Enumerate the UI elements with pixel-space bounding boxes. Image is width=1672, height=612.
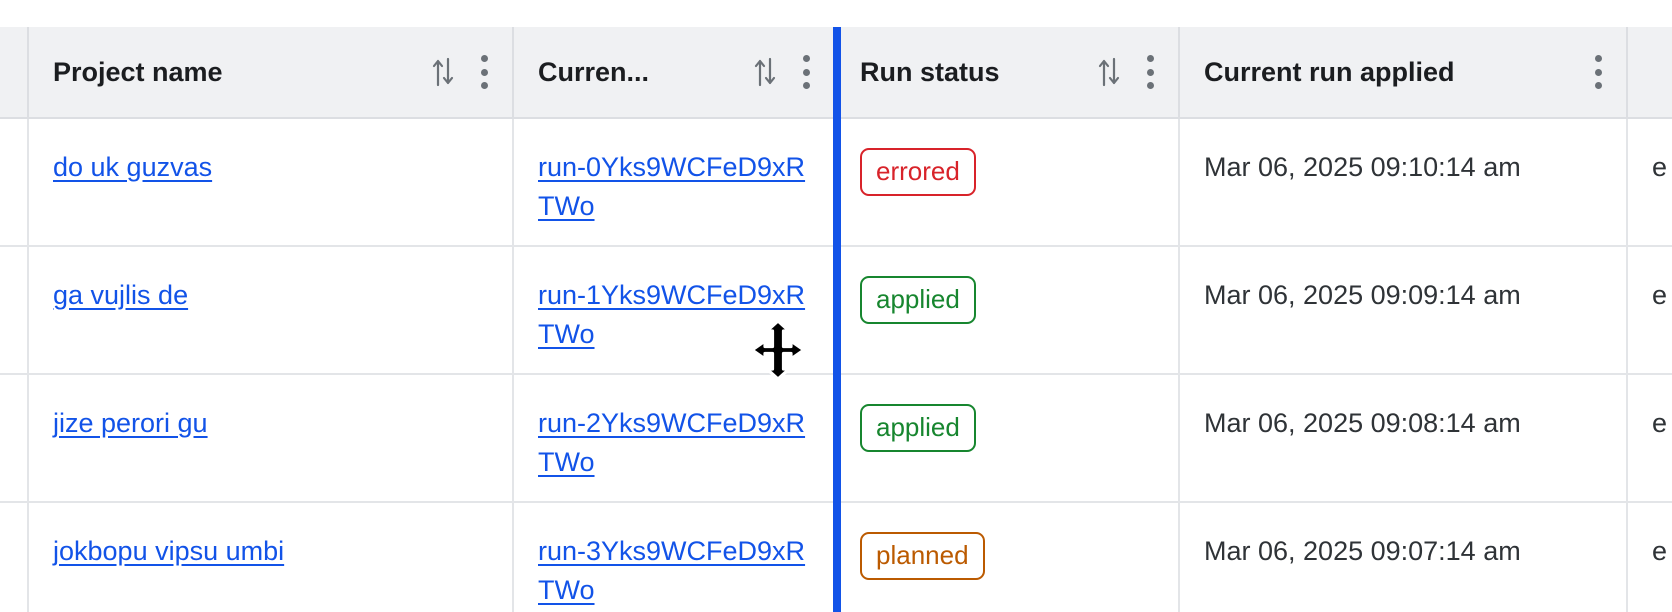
- current-run-link[interactable]: run-2Yks9WCFeD9xRTWo: [538, 408, 806, 477]
- next-clipped-text: e: [1652, 152, 1668, 182]
- table-row[interactable]: ga vujlis de run-1Yks9WCFeD9xRTWo applie…: [0, 247, 1672, 375]
- sort-icon[interactable]: [432, 56, 454, 88]
- row-gutter-cell: [0, 503, 29, 612]
- cell-current-run-applied: Mar 06, 2025 09:07:14 am: [1180, 503, 1628, 612]
- status-badge: errored: [860, 148, 976, 196]
- cell-next-clipped: e: [1628, 247, 1672, 375]
- cell-run-status: applied: [836, 247, 1180, 375]
- sort-icon[interactable]: [1098, 56, 1120, 88]
- cell-run-status: planned: [836, 503, 1180, 612]
- cell-project-name: ga vujlis de: [29, 247, 514, 375]
- current-run-applied-text: Mar 06, 2025 09:07:14 am: [1204, 536, 1521, 566]
- cell-current-run-applied: Mar 06, 2025 09:09:14 am: [1180, 247, 1628, 375]
- current-run-link[interactable]: run-3Yks9WCFeD9xRTWo: [538, 536, 806, 605]
- cell-current-run: run-0Yks9WCFeD9xRTWo: [514, 119, 836, 247]
- cell-next-clipped: e: [1628, 119, 1672, 247]
- cell-project-name: jize perori gu: [29, 375, 514, 503]
- column-header-run-status[interactable]: Run status: [836, 27, 1180, 119]
- column-header-project-name[interactable]: Project name: [29, 27, 514, 119]
- table-row[interactable]: jokbopu vipsu umbi run-3Yks9WCFeD9xRTWo …: [0, 503, 1672, 612]
- project-name-link[interactable]: do uk guzvas: [53, 152, 213, 182]
- next-clipped-text: e: [1652, 536, 1668, 566]
- column-menu-icon[interactable]: [802, 55, 810, 89]
- row-gutter-cell: [0, 247, 29, 375]
- cell-current-run: run-2Yks9WCFeD9xRTWo: [514, 375, 836, 503]
- status-badge: applied: [860, 404, 976, 452]
- sort-icon[interactable]: [754, 56, 776, 88]
- next-clipped-text: e: [1652, 280, 1668, 310]
- next-clipped-text: e: [1652, 408, 1668, 438]
- projects-table: Project name: [0, 27, 1672, 612]
- cell-current-run-applied: Mar 06, 2025 09:10:14 am: [1180, 119, 1628, 247]
- current-run-applied-text: Mar 06, 2025 09:09:14 am: [1204, 280, 1521, 310]
- cell-run-status: errored: [836, 119, 1180, 247]
- column-menu-icon[interactable]: [1594, 55, 1602, 89]
- project-name-link[interactable]: jize perori gu: [53, 408, 208, 438]
- column-header-run-status-label: Run status: [860, 56, 1000, 87]
- table-body: do uk guzvas run-0Yks9WCFeD9xRTWo errore…: [0, 119, 1672, 612]
- column-header-current-run-label: Curren...: [538, 56, 650, 87]
- current-run-applied-text: Mar 06, 2025 09:08:14 am: [1204, 408, 1521, 438]
- cell-project-name: jokbopu vipsu umbi: [29, 503, 514, 612]
- column-header-gutter: [0, 27, 29, 119]
- column-header-current-run-applied-label: Current run applied: [1204, 56, 1455, 87]
- cell-run-status: applied: [836, 375, 1180, 503]
- cell-next-clipped: e: [1628, 375, 1672, 503]
- row-gutter-cell: [0, 119, 29, 247]
- column-menu-icon[interactable]: [1146, 55, 1154, 89]
- table-row[interactable]: do uk guzvas run-0Yks9WCFeD9xRTWo errore…: [0, 119, 1672, 247]
- table-top-strip: [0, 0, 1672, 27]
- table-header-row: Project name: [0, 27, 1672, 119]
- cell-current-run: run-1Yks9WCFeD9xRTWo: [514, 247, 836, 375]
- current-run-applied-text: Mar 06, 2025 09:10:14 am: [1204, 152, 1521, 182]
- column-menu-icon[interactable]: [480, 55, 488, 89]
- table-header: Project name: [0, 27, 1672, 119]
- column-header-next-clipped[interactable]: V: [1628, 27, 1672, 119]
- cell-project-name: do uk guzvas: [29, 119, 514, 247]
- cell-next-clipped: e: [1628, 503, 1672, 612]
- cell-current-run-applied: Mar 06, 2025 09:08:14 am: [1180, 375, 1628, 503]
- status-badge: applied: [860, 276, 976, 324]
- table-row[interactable]: jize perori gu run-2Yks9WCFeD9xRTWo appl…: [0, 375, 1672, 503]
- column-header-current-run[interactable]: Curren...: [514, 27, 836, 119]
- row-gutter-cell: [0, 375, 29, 503]
- project-name-link[interactable]: ga vujlis de: [53, 280, 189, 310]
- current-run-link[interactable]: run-0Yks9WCFeD9xRTWo: [538, 152, 806, 221]
- status-badge: planned: [860, 532, 985, 580]
- column-header-current-run-applied[interactable]: Current run applied: [1180, 27, 1628, 119]
- project-name-link[interactable]: jokbopu vipsu umbi: [53, 536, 285, 566]
- cell-current-run: run-3Yks9WCFeD9xRTWo: [514, 503, 836, 612]
- column-header-project-name-label: Project name: [53, 56, 223, 87]
- current-run-link[interactable]: run-1Yks9WCFeD9xRTWo: [538, 280, 806, 349]
